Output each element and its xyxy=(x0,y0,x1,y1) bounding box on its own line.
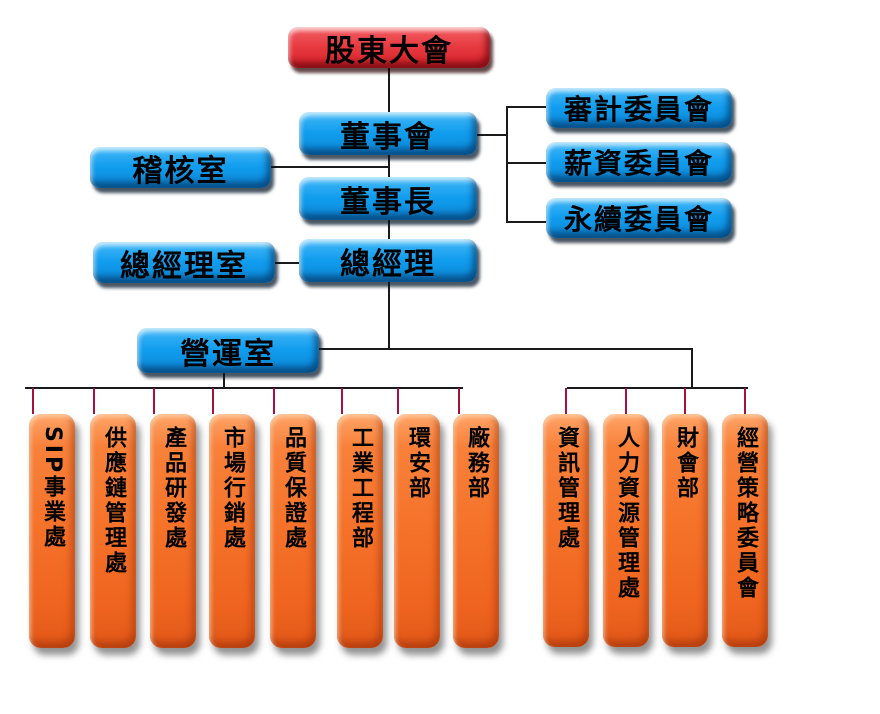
connector-line xyxy=(506,106,546,108)
connector-line xyxy=(388,281,390,350)
connector-line xyxy=(388,154,390,178)
node-label: SIP事業處 xyxy=(40,426,65,551)
connector-line xyxy=(270,166,388,168)
node-dept-product-rd: 產品研發處 xyxy=(150,414,196,648)
node-gm-office: 總經理室 xyxy=(93,242,275,284)
node-shareholders-meeting: 股東大會 xyxy=(288,27,490,69)
connector-line xyxy=(388,67,390,113)
connector-line xyxy=(25,387,463,389)
node-dept-quality-assurance: 品質保證處 xyxy=(270,414,316,648)
node-chairman: 董事長 xyxy=(299,177,477,220)
connector-drop-line xyxy=(93,388,95,414)
node-label: 董事長 xyxy=(340,184,436,220)
connector-drop-line xyxy=(684,388,686,414)
node-label: 董事會 xyxy=(340,119,436,155)
connector-drop-line xyxy=(153,388,155,414)
connector-drop-line xyxy=(397,388,399,414)
node-dept-strategy-committee: 經營策略委員會 xyxy=(722,414,768,647)
node-label: 稽核室 xyxy=(132,153,229,189)
node-dept-human-resources: 人力資源管理處 xyxy=(603,414,649,647)
node-operations-office: 營運室 xyxy=(137,328,319,373)
node-general-manager: 總經理 xyxy=(299,239,477,282)
node-label: 營運室 xyxy=(180,336,276,372)
node-dept-industrial-engineering: 工業工程部 xyxy=(337,414,383,648)
node-dept-finance-accounting: 財會部 xyxy=(662,414,708,647)
connector-drop-line xyxy=(32,388,34,414)
connector-line xyxy=(506,106,508,223)
connector-drop-line xyxy=(341,388,343,414)
node-dept-facility: 廠務部 xyxy=(453,414,499,648)
node-dept-information-management: 資訊管理處 xyxy=(543,414,589,647)
node-label: 產品研發處 xyxy=(161,426,186,551)
connector-line xyxy=(274,262,300,264)
node-label: 總經理室 xyxy=(120,248,248,284)
node-dept-sip-business: SIP事業處 xyxy=(29,414,75,648)
connector-drop-line xyxy=(565,388,567,414)
connector-line xyxy=(388,219,390,240)
connector-line xyxy=(223,372,225,389)
node-label: 薪資委員會 xyxy=(563,147,714,180)
connector-drop-line xyxy=(625,388,627,414)
node-label: 資訊管理處 xyxy=(554,426,579,551)
connector-drop-line xyxy=(212,388,214,414)
node-label: 品質保證處 xyxy=(281,426,306,551)
connector-line xyxy=(506,162,546,164)
connector-drop-line xyxy=(273,388,275,414)
node-label: 股東大會 xyxy=(325,33,453,69)
node-sustainability-committee: 永續委員會 xyxy=(546,198,732,238)
node-label: 財會部 xyxy=(673,426,698,501)
node-audit-office: 稽核室 xyxy=(90,147,271,189)
node-label: 永續委員會 xyxy=(563,203,714,236)
node-label: 審計委員會 xyxy=(563,93,714,126)
node-label: 工業工程部 xyxy=(348,426,373,551)
node-label: 人力資源管理處 xyxy=(614,426,639,601)
connector-line xyxy=(567,387,748,389)
node-board-of-directors: 董事會 xyxy=(299,112,477,155)
connector-drop-line xyxy=(744,388,746,414)
node-dept-environment-safety: 環安部 xyxy=(394,414,440,648)
connector-line xyxy=(318,348,693,350)
connector-line xyxy=(506,221,546,223)
connector-line xyxy=(691,348,693,389)
node-dept-supply-chain: 供應鏈管理處 xyxy=(90,414,136,648)
node-label: 市場行銷處 xyxy=(220,426,245,551)
connector-line xyxy=(476,134,506,136)
node-audit-committee: 審計委員會 xyxy=(546,88,732,128)
node-dept-marketing: 市場行銷處 xyxy=(209,414,255,648)
node-compensation-committee: 薪資委員會 xyxy=(546,142,732,182)
node-label: 總經理 xyxy=(340,246,436,282)
node-label: 環安部 xyxy=(405,426,430,501)
node-label: 供應鏈管理處 xyxy=(101,426,126,576)
node-label: 經營策略委員會 xyxy=(733,426,758,601)
connector-drop-line xyxy=(458,388,460,414)
node-label: 廠務部 xyxy=(464,426,489,501)
